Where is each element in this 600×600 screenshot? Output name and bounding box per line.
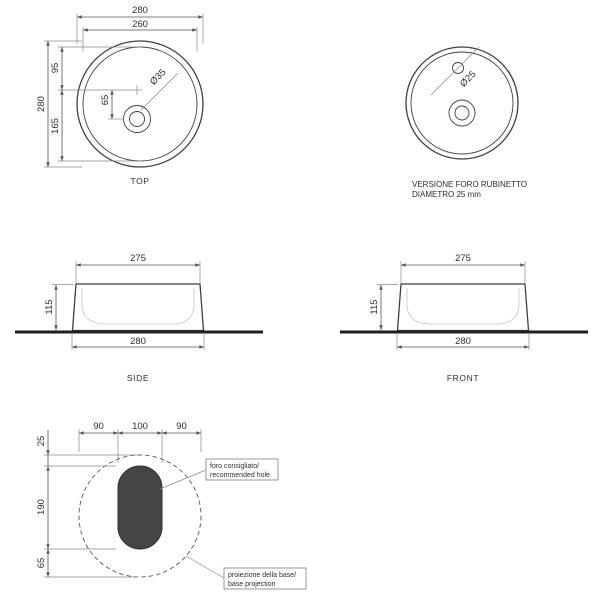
note-leader-line [185, 555, 225, 579]
note-recommended-hole: foro consigliato/ recommended hole [159, 458, 279, 490]
note-text-line1: foro consigliato/ [210, 463, 259, 470]
note-box [205, 458, 279, 481]
basin-profile [71, 283, 205, 332]
tap-hole-leader [430, 46, 480, 96]
inner-bowl-profile [81, 288, 195, 325]
note-base-projection: proiezione della base/ base projection [185, 555, 307, 590]
dim-base-offset-bottom: 65 [36, 548, 138, 578]
dim-label: 260 [132, 19, 148, 30]
dim-base-hole-height: 190 [36, 465, 116, 550]
dim-top-width-inner: 260 [82, 19, 198, 52]
basin-profile [396, 283, 530, 332]
dim-label: 90 [176, 421, 187, 432]
dim-top-upper: 95 [50, 46, 142, 91]
dim-label: 280 [132, 5, 148, 16]
tap-version-caption-line1: VERSIONE FORO RUBINETTO [412, 180, 527, 189]
dim-front-height: 115 [369, 284, 398, 331]
dim-label: 275 [455, 253, 471, 264]
dim-label: Ø35 [148, 67, 168, 87]
view-label-top: TOP [130, 176, 149, 186]
view-label-side: SIDE [127, 373, 149, 383]
drain-flange [123, 105, 151, 133]
front-view: 275 115 280 FRONT [340, 253, 588, 383]
dim-label: 115 [44, 299, 55, 314]
dim-label: 95 [50, 63, 61, 74]
top-view: 280 260 280 95 165 65 [36, 5, 204, 186]
drain-hole [454, 105, 470, 121]
base-projection-circle [78, 454, 202, 578]
dim-side-height: 115 [44, 284, 73, 331]
basin-inner-rim [410, 51, 514, 155]
dim-label: 190 [36, 499, 47, 515]
tap-version-view: Ø25 VERSIONE FORO RUBINETTO DIAMETRO 25 … [405, 46, 527, 199]
dim-front-bottom-width: 280 [396, 334, 530, 350]
dim-label: 65 [100, 95, 111, 106]
side-view: 275 115 280 SIDE [15, 253, 263, 383]
dim-base-horizontal-row: 90 100 90 [78, 421, 202, 463]
dim-base-offset-top: 25 [36, 430, 138, 466]
dim-label: 25 [36, 436, 47, 447]
dim-drain-offset: 65 [100, 89, 124, 120]
base-projection-view: 90 100 90 25 190 65 foro consigliato/ re… [36, 421, 307, 590]
basin-outer-rim [76, 40, 204, 168]
dim-top-height-outer: 280 [36, 40, 82, 168]
dim-side-bottom-width: 280 [71, 334, 205, 350]
note-text-line2: recommended hole [210, 472, 270, 479]
dim-label: 165 [50, 118, 61, 134]
dim-label: 90 [93, 421, 104, 432]
dim-front-top-width: 275 [400, 253, 526, 284]
dim-top-width-outer: 280 [76, 5, 204, 44]
dim-label: 280 [455, 336, 471, 347]
note-leader-line [159, 469, 207, 490]
note-text-line2: base projection [228, 581, 276, 588]
drain-flange [448, 99, 476, 127]
dim-label: 275 [130, 253, 146, 264]
dim-label: 65 [36, 558, 47, 569]
note-box [223, 567, 307, 590]
drain-hole [129, 111, 145, 127]
note-text-line1: proiezione della base/ [228, 572, 296, 579]
basin-outer-rim [405, 46, 519, 160]
dim-label: 115 [369, 299, 380, 314]
dim-top-lower: 165 [50, 89, 142, 162]
view-label-front: FRONT [447, 373, 479, 383]
dim-label: 100 [132, 421, 148, 432]
inner-bowl-profile [406, 288, 520, 325]
tap-version-caption-line2: DIAMETRO 25 mm [412, 190, 481, 199]
dim-label: 280 [130, 336, 146, 347]
recommended-hole-shape [117, 465, 163, 550]
dim-drain-diameter: Ø35 [140, 67, 179, 111]
dim-label: 280 [36, 96, 47, 112]
tap-hole [452, 62, 464, 74]
dim-side-top-width: 275 [75, 253, 201, 284]
